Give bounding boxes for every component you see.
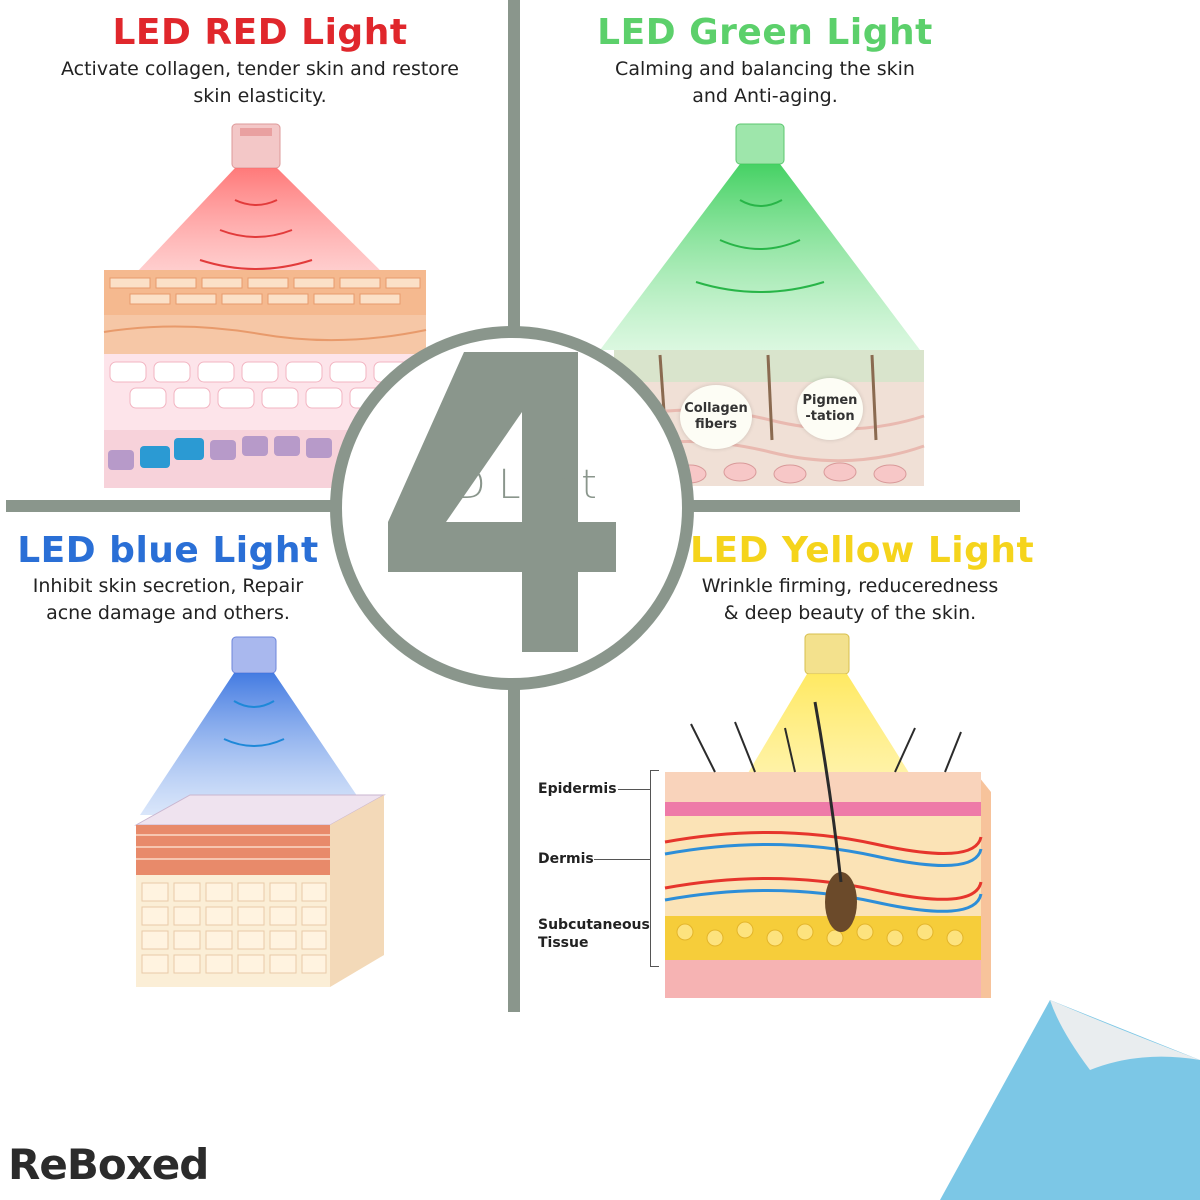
red-light-description-line1: Activate collagen, tender skin and resto… — [60, 58, 460, 80]
yellow-light-illustration — [664, 633, 991, 998]
green-light-description-line1: Calming and balancing the skin — [615, 58, 915, 80]
layer-bracket — [650, 770, 659, 967]
dermis-leader-line — [594, 859, 650, 860]
vertical-divider-top — [508, 0, 520, 330]
reboxed-logo: ReBoxed — [8, 1140, 209, 1189]
blue-light-description-line2: acne damage and others. — [46, 602, 290, 624]
yellow-light-description-line2: & deep beauty of the skin. — [723, 602, 977, 624]
blue-light-illustration — [134, 636, 386, 987]
pigment-bubble-line1: Pigmen — [802, 393, 858, 408]
pigmentation-bubble: Pigmen-tation — [797, 378, 863, 440]
subcutaneous-label-line2: Tissue — [538, 935, 589, 951]
collagen-bubble-line1: Collagen — [684, 401, 748, 416]
yellow-light-title: LED Yellow Light — [690, 530, 1035, 571]
pigment-bubble-line2: -tation — [805, 409, 855, 424]
vertical-divider-bottom — [508, 680, 520, 1012]
center-badge — [330, 326, 694, 690]
subcutaneous-label-line1: Subcutaneous — [538, 917, 650, 933]
epidermis-leader-line — [618, 789, 650, 790]
collagen-bubble-line2: fibers — [695, 417, 737, 432]
green-light-title: LED Green Light — [597, 12, 933, 53]
yellow-device-head-icon — [804, 633, 850, 675]
green-light-description-line2: and Anti-aging. — [692, 85, 838, 107]
page-curl-decoration — [940, 1000, 1200, 1200]
green-device-head-icon — [735, 123, 785, 165]
horizontal-divider-left — [6, 500, 338, 512]
hair-follicle-icon — [825, 872, 857, 932]
red-light-description-line2: skin elasticity. — [193, 85, 327, 107]
horizontal-divider-right — [690, 500, 1020, 512]
blue-light-title: LED blue Light — [17, 530, 319, 571]
center-led-light-text: LED Light — [407, 462, 597, 508]
yellow-light-description-line1: Wrinkle firming, reduceredness — [701, 575, 999, 597]
red-light-title: LED RED Light — [112, 12, 408, 53]
blue-device-head-icon — [231, 636, 277, 674]
dermis-label: Dermis — [538, 851, 594, 867]
epidermis-label: Epidermis — [538, 781, 617, 797]
blue-light-description-line1: Inhibit skin secretion, Repair — [32, 575, 304, 597]
